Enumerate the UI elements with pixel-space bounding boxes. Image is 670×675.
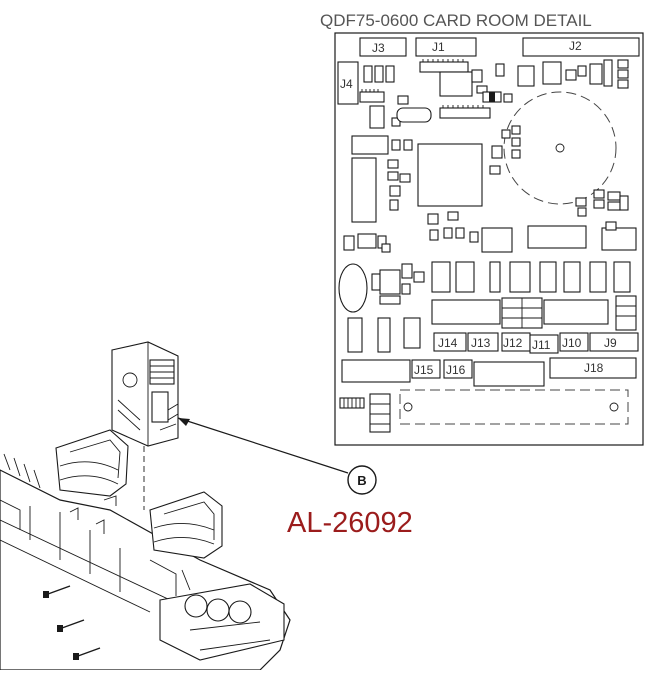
connector-j1-label: J1	[432, 40, 445, 54]
card-reader-module	[111, 341, 179, 447]
connector-j4-box	[337, 61, 359, 105]
connector-j2-label: J2	[569, 39, 582, 53]
connector-j16-box	[443, 359, 473, 379]
connector-j11-box	[529, 334, 559, 354]
connector-j16-label: J16	[446, 363, 466, 377]
speaker-hole-1	[184, 594, 208, 618]
board-outline	[334, 32, 644, 446]
connector-j11-label: J11	[532, 338, 551, 352]
connector-j18-label: J18	[584, 361, 604, 375]
speaker-hole-2	[206, 598, 230, 622]
callout-arrowhead	[178, 418, 190, 426]
screw-1	[43, 585, 71, 598]
connector-j3-box	[359, 37, 407, 57]
connector-j13-box	[467, 332, 499, 352]
cabinet-housing	[0, 429, 291, 671]
connector-j4-label: J4	[340, 77, 353, 91]
connector-j10-box	[559, 332, 589, 352]
screw-3	[73, 647, 101, 660]
diagram-title: QDF75-0600 CARD ROOM DETAIL	[320, 11, 592, 30]
circuit-board: J3 J1 J2 J4	[334, 32, 644, 446]
connector-j15-label: J15	[414, 363, 434, 377]
main-processor-chip	[417, 143, 483, 207]
connector-j18-box	[549, 357, 637, 379]
connector-j14-label: J14	[438, 336, 458, 350]
speaker-hole-3	[228, 600, 252, 624]
connector-j2-box	[522, 37, 640, 57]
speaker-outline	[503, 91, 617, 205]
crystal-oscillator	[338, 263, 368, 313]
connector-j14-box	[433, 332, 467, 352]
screw-2	[57, 619, 85, 632]
connector-j3-label: J3	[372, 41, 385, 55]
callout-leader-line	[177, 417, 349, 474]
callout-circle	[347, 465, 377, 495]
connector-j12-label: J12	[503, 336, 523, 350]
connector-j9-box	[589, 332, 639, 352]
connector-j1-box	[415, 37, 477, 57]
part-number: AL-26092	[287, 507, 413, 539]
connector-j10-label: J10	[562, 336, 582, 350]
connector-j9-label: J9	[604, 336, 617, 350]
card-slot-outline	[399, 389, 629, 425]
connector-j15-box	[411, 359, 441, 379]
callout-letter: B	[357, 473, 366, 488]
connector-j13-label: J13	[471, 336, 491, 350]
